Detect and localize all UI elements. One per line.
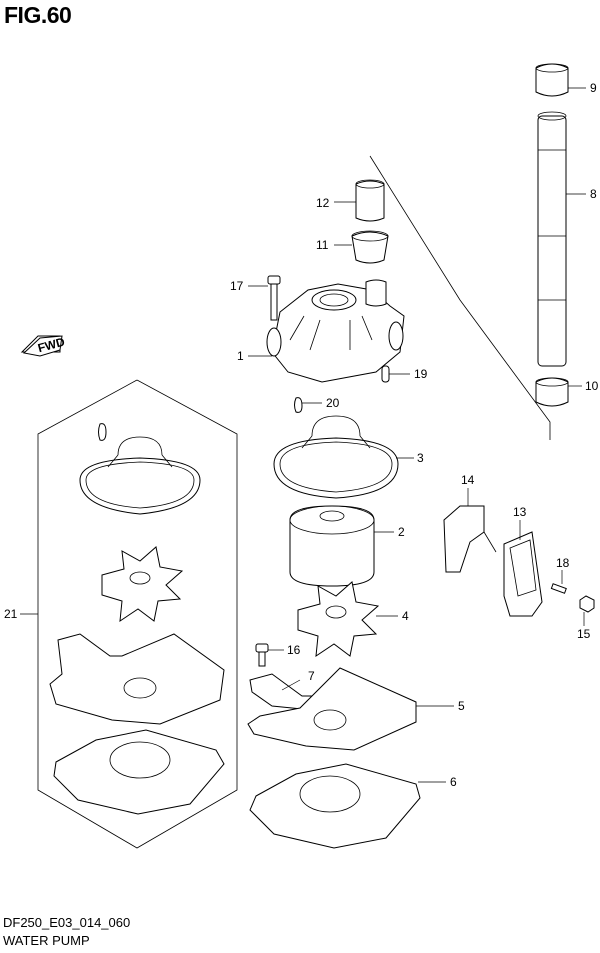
callout-7: 7	[308, 669, 315, 683]
water-tube	[537, 111, 567, 367]
tube-grommet-bottom	[535, 377, 569, 407]
seal-ring-3	[273, 415, 399, 499]
bolt-16	[255, 643, 269, 667]
callout-10: 10	[585, 379, 599, 393]
fwd-label: FWD	[36, 335, 66, 356]
callout-8: 8	[590, 187, 597, 201]
key-20	[294, 397, 303, 413]
pump-plate-5	[247, 667, 417, 751]
impeller-liner-2	[289, 505, 375, 587]
callout-9: 9	[590, 81, 597, 95]
fwd-arrow-icon: FWD	[20, 335, 67, 357]
callout-5: 5	[458, 699, 465, 713]
kit-lower-gasket	[53, 729, 225, 815]
housing-reference-line	[369, 155, 551, 440]
callout-labels: 9 8 10 12 11 17 1 19 20 3 2 4 16 7 5 6 2…	[4, 81, 599, 789]
callout-15: 15	[577, 627, 591, 641]
callout-17: 17	[230, 279, 244, 293]
figure-name: WATER PUMP	[3, 933, 90, 948]
callout-3: 3	[417, 451, 424, 465]
leader-lines	[20, 87, 586, 783]
kit-plate-gasket	[49, 633, 225, 725]
seal-part-11	[351, 230, 389, 264]
tube-grommet-top	[535, 63, 569, 97]
kit-impeller	[101, 546, 184, 623]
kit-seal-ring	[79, 436, 201, 515]
figure-code: DF250_E03_014_060	[3, 915, 131, 930]
callout-12: 12	[316, 196, 330, 210]
callout-14: 14	[461, 473, 475, 487]
callout-18: 18	[556, 556, 570, 570]
kit-key-pin	[98, 423, 107, 441]
bracket-14	[443, 505, 497, 573]
bolt-17	[267, 275, 281, 321]
impeller-4	[297, 581, 380, 658]
callout-6: 6	[450, 775, 457, 789]
seal-part-12	[355, 179, 385, 222]
callout-13: 13	[513, 505, 527, 519]
callout-4: 4	[402, 609, 409, 623]
cover-13	[503, 531, 543, 617]
callout-11: 11	[316, 238, 329, 252]
screw-18	[550, 583, 567, 594]
figure-title: FIG.60	[4, 2, 72, 28]
callout-21: 21	[4, 607, 18, 621]
callout-1: 1	[237, 349, 244, 363]
nut-15	[579, 595, 595, 613]
callout-2: 2	[398, 525, 405, 539]
repair-kit-box	[37, 379, 238, 849]
pump-housing	[266, 279, 405, 383]
callout-20: 20	[326, 396, 340, 410]
dowel-pin-19	[381, 365, 390, 383]
callout-16: 16	[287, 643, 301, 657]
lower-gasket-6	[249, 763, 421, 849]
callout-19: 19	[414, 367, 428, 381]
